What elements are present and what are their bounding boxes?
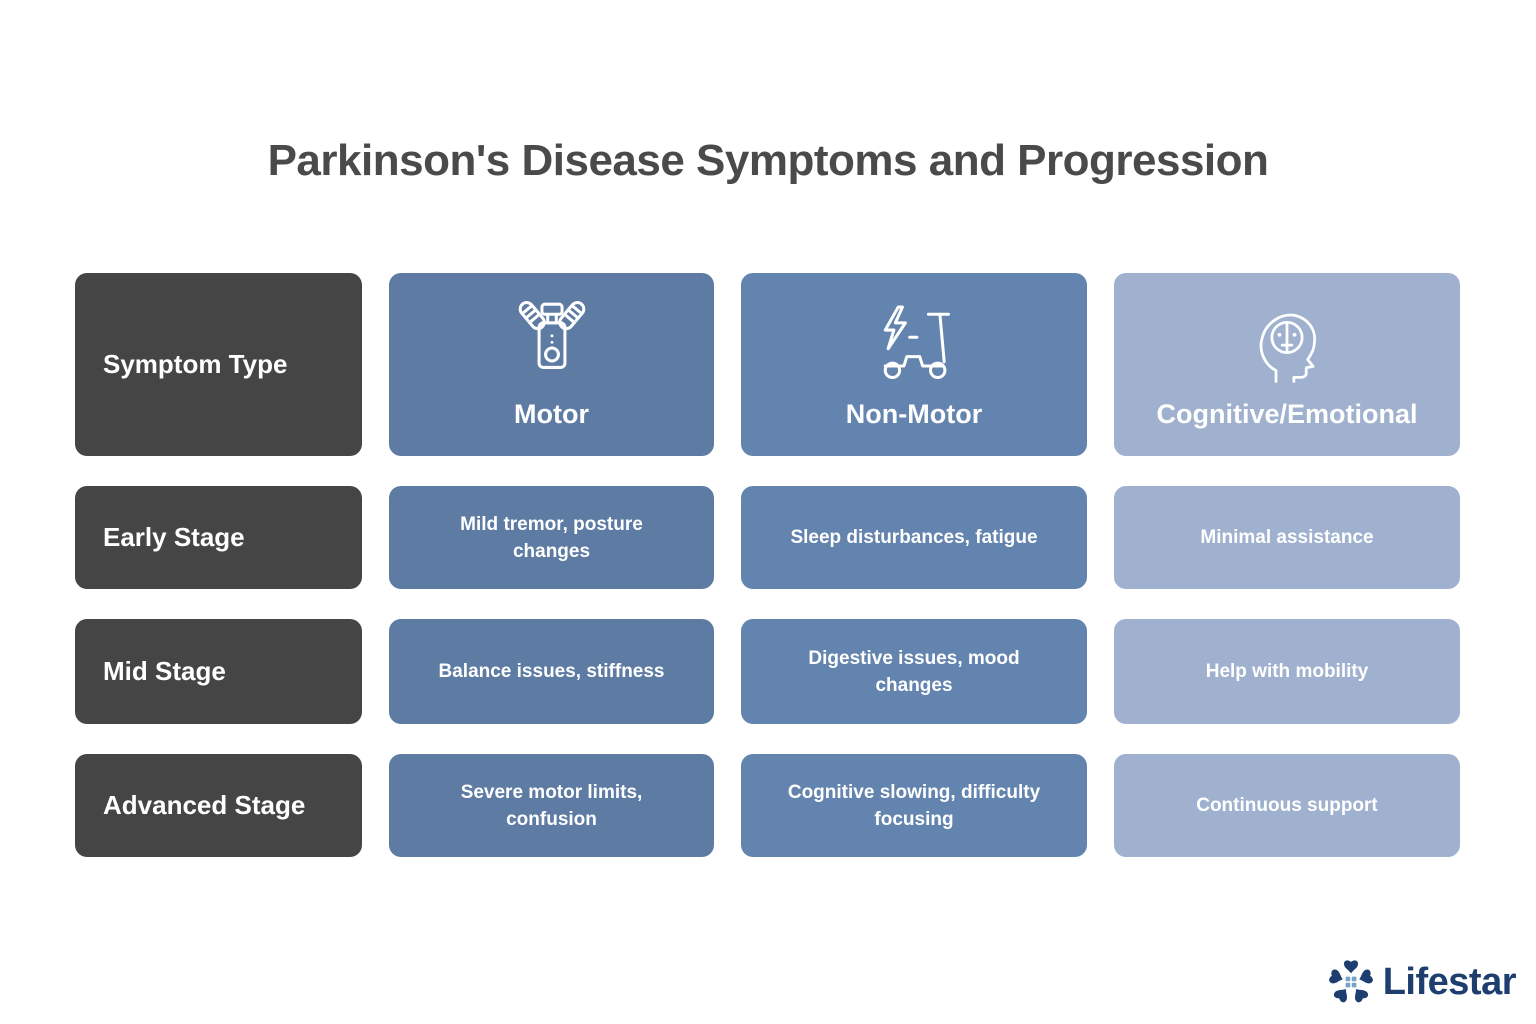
column-label-cognitive: Cognitive/Emotional <box>1156 399 1418 429</box>
page-title: Parkinson's Disease Symptoms and Progres… <box>267 136 1269 185</box>
column-header-motor: Motor <box>389 273 714 456</box>
cell-early-motor: Mild tremor, posture changes <box>389 486 714 589</box>
lifestar-logo: Lifestar <box>1325 956 1517 1008</box>
cell-early-cognitive: Minimal assistance <box>1114 486 1460 589</box>
cell-mid-cognitive: Help with mobility <box>1114 619 1460 724</box>
lifestar-star-icon <box>1325 956 1377 1008</box>
stage-cell-mid: Mid Stage <box>75 619 362 724</box>
cell-advanced-motor: Severe motor limits, confusion <box>389 754 714 857</box>
lifestar-logo-text: Lifestar <box>1382 960 1517 1003</box>
cell-mid-motor: Balance issues, stiffness <box>389 619 714 724</box>
symptom-table: Symptom Type <box>75 273 1460 857</box>
cell-text: Balance issues, stiffness <box>438 661 665 682</box>
window-grid <box>1345 976 1357 988</box>
electric-scooter-icon <box>866 295 962 391</box>
head-mind-icon <box>1243 295 1331 391</box>
cell-advanced-non-motor: Cognitive slowing, difficulty focusing <box>741 754 1087 857</box>
stage-label: Mid Stage <box>103 656 226 686</box>
column-header-non-motor: Non-Motor <box>741 273 1087 456</box>
cell-text: Minimal assistance <box>1200 527 1374 548</box>
stage-label: Early Stage <box>103 522 245 552</box>
cell-text: Cognitive slowing, difficulty focusing <box>787 781 1041 830</box>
cell-text: Help with mobility <box>1205 661 1369 682</box>
cell-mid-non-motor: Digestive issues, mood changes <box>741 619 1087 724</box>
cell-advanced-cognitive: Continuous support <box>1114 754 1460 857</box>
cell-text: Mild tremor, posture changes <box>460 513 643 562</box>
cell-text: Sleep disturbances, fatigue <box>790 527 1038 548</box>
column-label-non-motor: Non-Motor <box>845 399 983 429</box>
cell-text: Severe motor limits, confusion <box>460 781 643 830</box>
cell-text: Continuous support <box>1196 795 1378 816</box>
corner-label: Symptom Type <box>103 349 288 379</box>
engine-icon <box>506 295 598 391</box>
stage-cell-advanced: Advanced Stage <box>75 754 362 857</box>
column-header-cognitive: Cognitive/Emotional <box>1114 273 1460 456</box>
cell-early-non-motor: Sleep disturbances, fatigue <box>741 486 1087 589</box>
stage-label: Advanced Stage <box>103 790 306 820</box>
column-label-motor: Motor <box>514 399 589 429</box>
cell-text: Digestive issues, mood changes <box>808 647 1020 696</box>
stage-cell-early: Early Stage <box>75 486 362 589</box>
corner-cell-symptom-type: Symptom Type <box>75 273 362 456</box>
